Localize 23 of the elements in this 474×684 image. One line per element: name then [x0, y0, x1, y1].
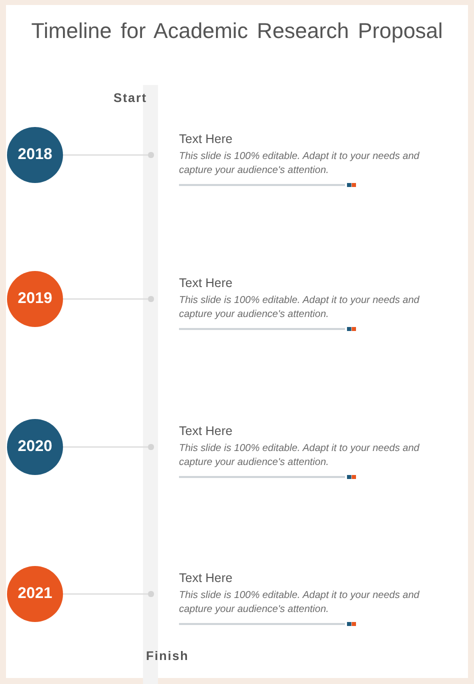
- heading-text: Text Here: [179, 570, 232, 586]
- year-label: 2020: [18, 438, 52, 456]
- connector-line: [63, 593, 148, 595]
- timeline-label: Finish: [146, 649, 189, 664]
- year-label: 2021: [18, 585, 52, 603]
- connector-line: [63, 154, 148, 156]
- title-text: Timeline for Academic Research Proposal: [31, 18, 443, 44]
- year-label: 2018: [18, 146, 52, 164]
- description-text: This slide is 100% editable. Adapt it to your needs and capture your audience's attention.: [179, 150, 420, 178]
- description-text: This slide is 100% editable. Adapt it to your needs and capture your audience's attention.: [179, 294, 420, 322]
- timeline-dot: [148, 296, 154, 302]
- timeline-dot: [148, 591, 154, 597]
- heading-text: Text Here: [179, 131, 232, 147]
- description-text: This slide is 100% editable. Adapt it to your needs and capture your audience's attention.: [179, 589, 420, 617]
- heading-text: Text Here: [179, 423, 232, 439]
- timeline-dot: [148, 152, 154, 158]
- year-label: 2019: [18, 290, 52, 308]
- connector-line: [63, 298, 148, 300]
- timeline-dot: [148, 444, 154, 450]
- heading-text: Text Here: [179, 275, 232, 291]
- timeline-label: Start: [114, 91, 147, 106]
- connector-line: [63, 446, 148, 448]
- description-text: This slide is 100% editable. Adapt it to your needs and capture your audience's attention.: [179, 442, 420, 470]
